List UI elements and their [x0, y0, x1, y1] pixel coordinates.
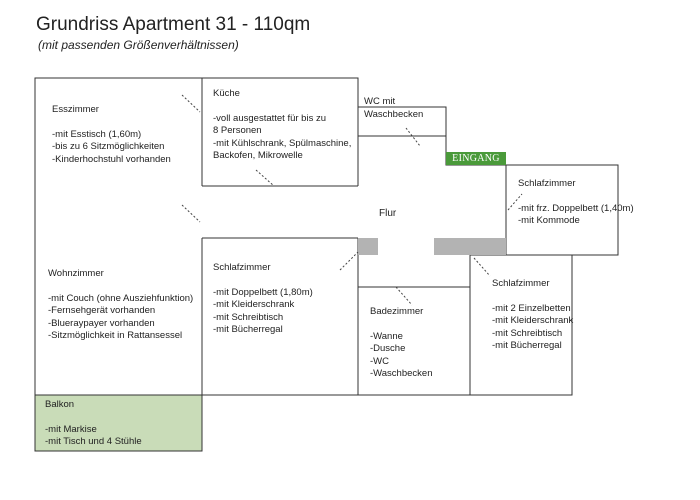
room-name: Badezimmer — [370, 306, 424, 317]
room-detail: -mit frz. Doppelbett (1,40m) — [518, 202, 634, 214]
door-schlafzimmer1 — [507, 193, 523, 211]
room-detail: -Wanne — [370, 330, 403, 342]
door-schlafzimmer3 — [473, 257, 491, 277]
door-schlafzimmer2 — [339, 251, 359, 271]
plan-subtitle: (mit passenden Größenverhältnissen) — [38, 38, 239, 52]
plan-title: Grundriss Apartment 31 - 110qm — [36, 14, 311, 35]
outer-wall — [34, 77, 619, 396]
balcony-area — [34, 394, 203, 452]
room-name: Wohnzimmer — [48, 268, 104, 279]
room-name: Esszimmer — [52, 104, 99, 115]
room-detail: -mit Doppelbett (1,80m) — [213, 286, 313, 298]
room-name: Flur — [379, 208, 397, 219]
room-wohnzimmer: Wohnzimmer -mit Couch (ohne Ausziehfunkt… — [48, 268, 193, 343]
room-kueche: Küche -voll ausgestattet für bis zu 8 Pe… — [213, 88, 351, 163]
room-esszimmer: Esszimmer -mit Esstisch (1,60m) -bis zu … — [52, 104, 171, 166]
room-name: WC mit — [364, 96, 396, 107]
room-detail: -mit Schreibtisch — [492, 327, 563, 339]
room-detail: -voll ausgestattet für bis zu — [213, 112, 326, 124]
wall-stub-right — [434, 238, 506, 255]
door-kueche-flur — [255, 169, 275, 187]
room-name: Schlafzimmer — [518, 178, 576, 189]
room-schlafzimmer-1: Schlafzimmer -mit frz. Doppelbett (1,40m… — [518, 178, 634, 228]
room-detail: -Kinderhochstuhl vorhanden — [52, 153, 171, 165]
wall-stub-left — [358, 238, 378, 255]
room-balkon: Balkon -mit Markise -mit Tisch und 4 Stü… — [45, 399, 142, 449]
door-esszimmer-flur — [181, 204, 201, 223]
room-detail: Backofen, Mikrowelle — [213, 150, 303, 161]
room-detail: -bis zu 6 Sitzmöglichkeiten — [52, 141, 165, 152]
room-flur: Flur — [379, 208, 396, 221]
room-badezimmer: Badezimmer -Wanne -Dusche -WC -Waschbeck… — [370, 306, 432, 381]
room-detail: -mit Kommode — [518, 215, 580, 226]
room-detail: -mit Schreibtisch — [213, 311, 284, 323]
room-detail: -mit Bücherregal — [213, 324, 283, 335]
door-badezimmer — [395, 286, 413, 306]
door-wc — [405, 127, 421, 147]
room-detail: -Dusche — [370, 343, 406, 354]
room-name: Küche — [213, 88, 240, 99]
room-name: Schlafzimmer — [492, 278, 550, 289]
room-wc: WC mit Waschbecken — [364, 96, 423, 121]
room-detail: -mit Kühlschrank, Spülmaschine, — [213, 137, 352, 149]
room-detail: 8 Personen — [213, 125, 262, 136]
room-detail: -mit 2 Einzelbetten — [492, 302, 571, 314]
room-detail: Waschbecken — [364, 108, 424, 120]
room-name: Balkon — [45, 399, 75, 410]
entrance-label: EINGANG — [446, 152, 506, 165]
room-detail: -mit Esstisch (1,60m) — [52, 128, 142, 140]
door-esszimmer-kueche — [181, 94, 201, 113]
room-schlafzimmer-2: Schlafzimmer -mit Doppelbett (1,80m) -mi… — [213, 262, 313, 337]
room-detail: -mit Kleiderschrank — [492, 315, 574, 326]
room-detail: -mit Tisch und 4 Stühle — [45, 436, 142, 447]
room-detail: -mit Markise — [45, 423, 97, 435]
room-schlafzimmer-3: Schlafzimmer -mit 2 Einzelbetten -mit Kl… — [492, 278, 573, 353]
room-detail: -Fernsehgerät vorhanden — [48, 305, 156, 316]
room-detail: -mit Bücherregal — [492, 340, 562, 351]
room-detail: -Blueraypayer vorhanden — [48, 317, 155, 329]
room-detail: -WC — [370, 355, 389, 367]
room-detail: -mit Couch (ohne Ausziehfunktion) — [48, 292, 194, 304]
room-name: Schlafzimmer — [213, 262, 271, 273]
room-detail: -Waschbecken — [370, 368, 433, 379]
room-detail: -Sitzmöglichkeit in Rattansessel — [48, 330, 183, 341]
room-detail: -mit Kleiderschrank — [213, 299, 295, 310]
